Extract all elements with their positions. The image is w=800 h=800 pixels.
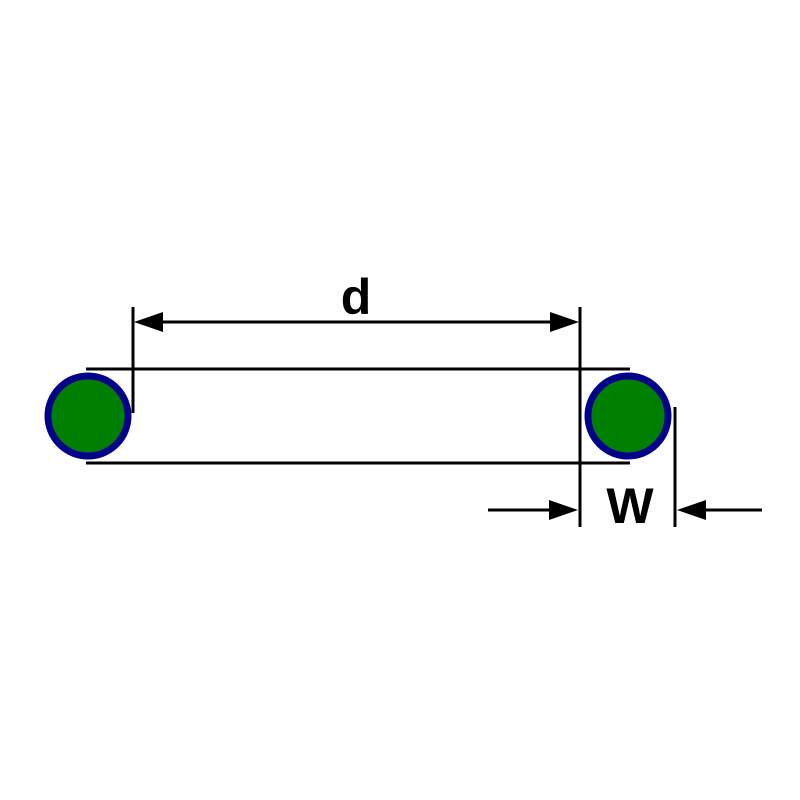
d-right-arrowhead-icon: [550, 312, 579, 332]
w-right-arrowhead-icon: [677, 500, 706, 520]
diameter-label: d: [341, 269, 372, 325]
right-cross-section-circle: [584, 372, 672, 460]
left-cross-section-circle: [44, 372, 132, 460]
width-label: W: [606, 478, 654, 534]
d-left-arrowhead-icon: [134, 312, 163, 332]
w-left-arrowhead-icon: [549, 500, 578, 520]
